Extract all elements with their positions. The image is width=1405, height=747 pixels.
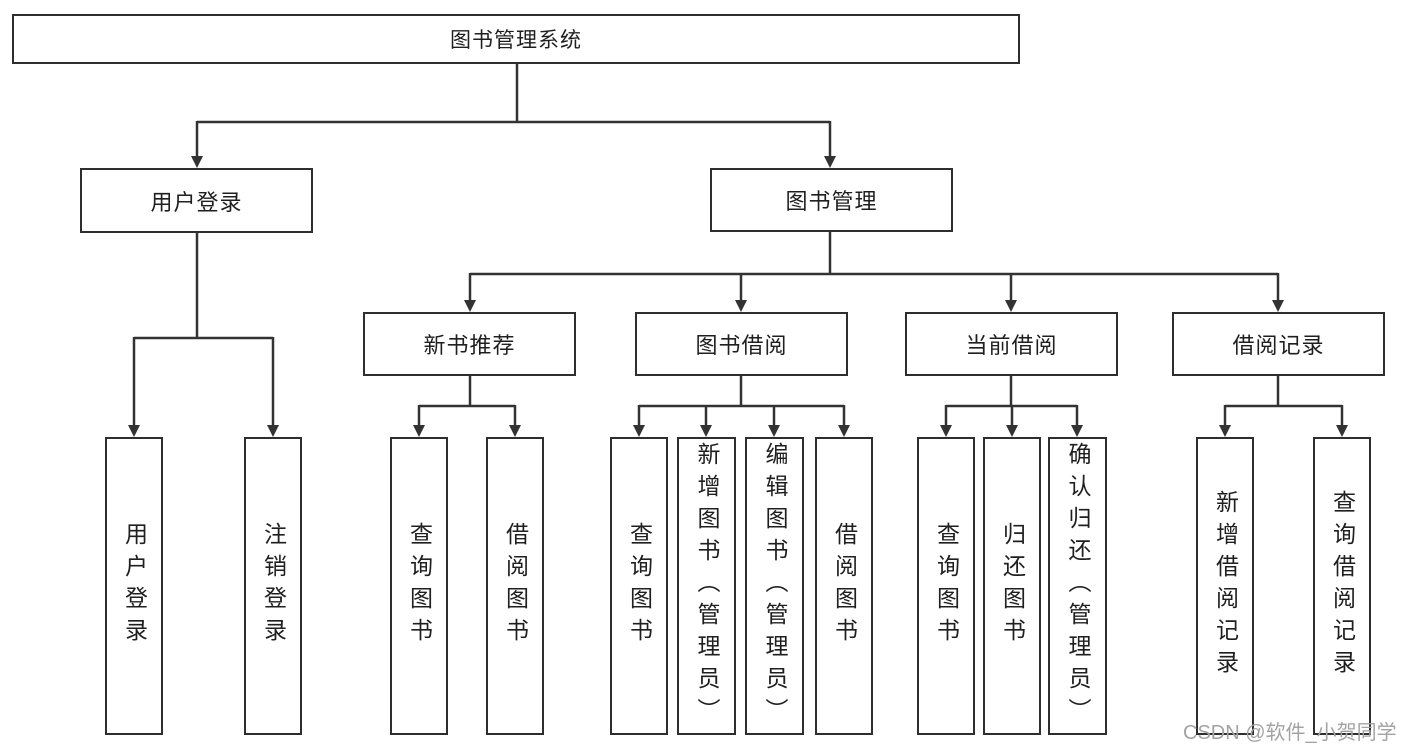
- leaf-confirm-return-admin: 确认归还（管理员）: [1048, 437, 1107, 735]
- node-library-system: 图书管理系统: [12, 14, 1020, 64]
- leaf-borrow-books-recommend: 借阅图书: [486, 437, 544, 735]
- connector-recommend-to-leaves: [413, 376, 521, 437]
- leaf-query-borrow-record: 查询借阅记录: [1313, 437, 1371, 735]
- connector-borrow-to-leaves: [633, 376, 850, 437]
- node-new-book-recommendation: 新书推荐: [363, 312, 576, 376]
- leaf-query-books-recommend: 查询图书: [390, 437, 448, 735]
- node-book-borrowing: 图书借阅: [635, 312, 848, 376]
- leaf-edit-books-admin: 编辑图书（管理员）: [745, 437, 804, 735]
- leaf-borrow-books: 借阅图书: [815, 437, 873, 735]
- watermark: CSDN @软件_小贺同学: [1183, 722, 1397, 744]
- leaf-user-login: 用户登录: [105, 437, 163, 735]
- leaf-add-books-admin: 新增图书（管理员）: [677, 437, 736, 735]
- connector-management-to-level3: [464, 232, 1284, 312]
- node-user-login: 用户登录: [80, 168, 313, 233]
- connector-login-to-leaves: [128, 233, 279, 437]
- leaf-return-books: 归还图书: [983, 437, 1041, 735]
- leaf-query-books-borrow: 查询图书: [610, 437, 668, 735]
- leaf-add-borrow-record: 新增借阅记录: [1196, 437, 1254, 735]
- leaf-logout: 注销登录: [244, 437, 302, 735]
- node-current-borrowing: 当前借阅: [905, 312, 1118, 376]
- leaf-query-books-current: 查询图书: [917, 437, 975, 735]
- connector-root-to-level2: [191, 64, 836, 168]
- node-book-management: 图书管理: [710, 168, 953, 232]
- connector-records-to-leaves: [1219, 376, 1348, 437]
- connector-current-to-leaves: [940, 376, 1083, 437]
- node-borrowing-records: 借阅记录: [1172, 312, 1385, 376]
